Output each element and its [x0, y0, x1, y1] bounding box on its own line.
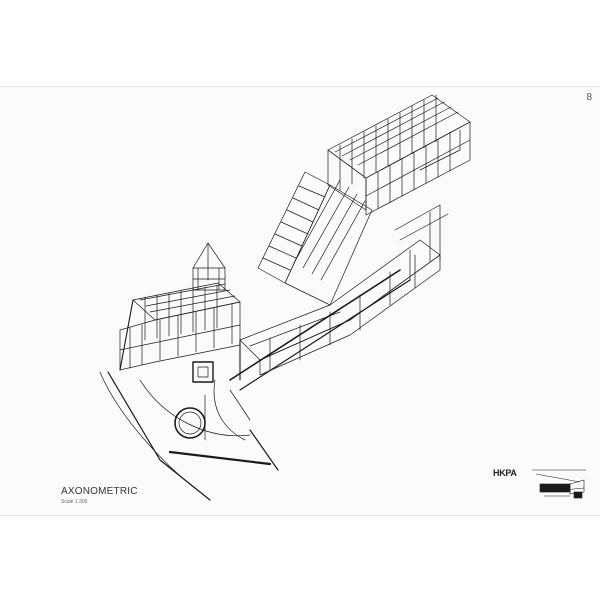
lower-right-fins [394, 129, 461, 281]
left-wing-facade [119, 301, 241, 371]
tower [192, 242, 226, 291]
middle-wing [257, 171, 373, 306]
upper-wing-roof [327, 94, 471, 211]
circular-planter [174, 407, 206, 439]
drawing-scale: Scale 1:200 [61, 499, 88, 505]
upper-wing-facade [365, 121, 471, 216]
key-plan-icon [532, 469, 586, 499]
ground-plane [99, 371, 279, 501]
stair-tower [192, 361, 214, 383]
hkpa-logo: HKPA [493, 468, 517, 478]
central-block [229, 239, 441, 391]
page-number: 8 [586, 92, 592, 103]
drawing-sheet [0, 86, 600, 516]
drawing-title: AXONOMETRIC [61, 486, 138, 497]
left-wing-roof [132, 282, 241, 341]
